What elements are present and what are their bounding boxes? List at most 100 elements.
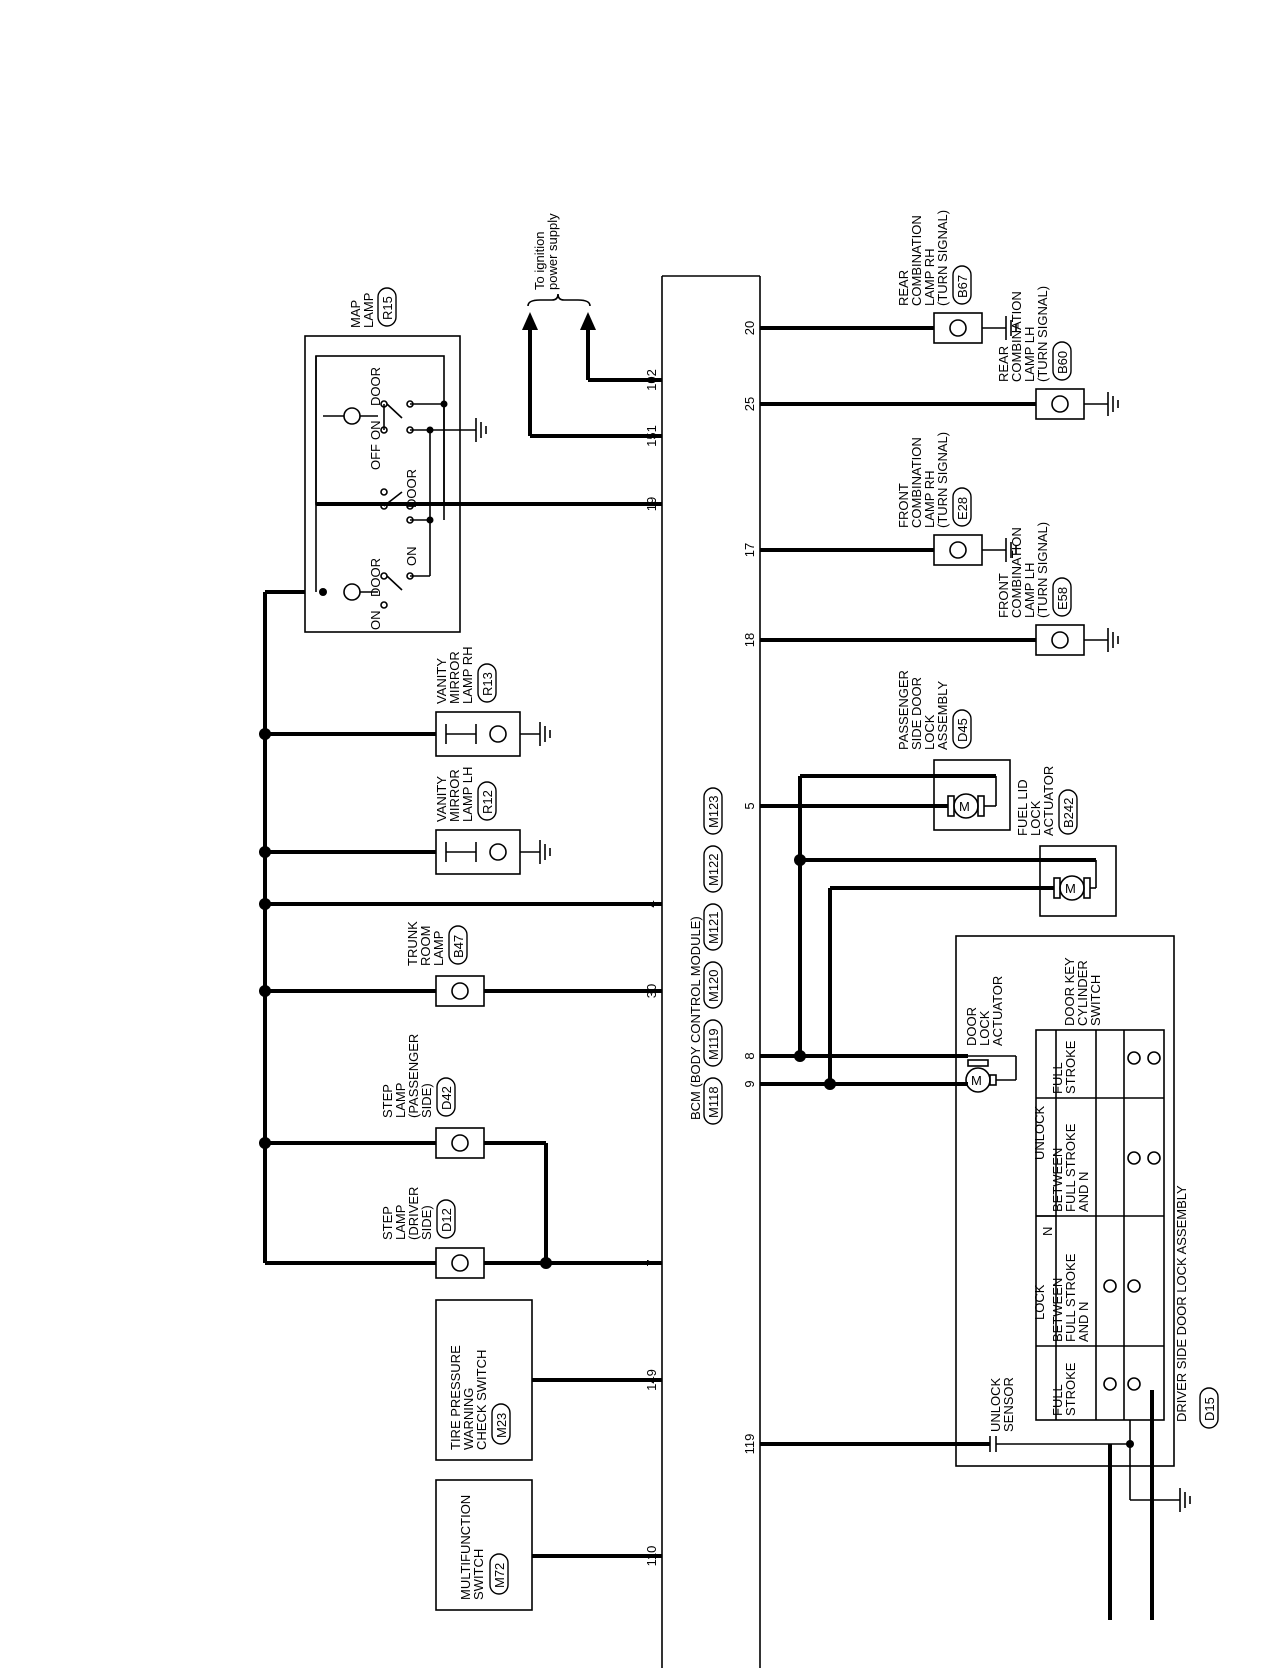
map-door-1: DOOR — [368, 558, 383, 597]
rear-lh-conn: B60 — [1055, 351, 1070, 374]
map-lamp — [304, 335, 662, 633]
multifunction-label: MULTIFUNCTION SWITCH M72 — [458, 1495, 509, 1600]
rear-rh-conn: B67 — [955, 275, 970, 298]
vanity-mirror-lamp-rh — [259, 711, 551, 757]
tire-pressure-switch — [435, 1299, 662, 1461]
switch-contacts — [1103, 1051, 1161, 1391]
table-unlock-between: BETWEEN FULL STROKE AND N — [1050, 1123, 1091, 1212]
lock-between-line-1: BETWEEN — [1050, 1278, 1065, 1342]
map-lamp-line-2: LAMP — [361, 293, 376, 328]
tire-line-2: WARNING — [461, 1388, 476, 1450]
bcm-pin-9: 9 — [742, 1080, 757, 1087]
unlock-between-line-2: FULL STROKE — [1063, 1123, 1078, 1212]
lock-between-line-3: AND N — [1076, 1302, 1091, 1342]
rear-lh-line-3: LAMP LH — [1022, 327, 1037, 382]
rear-rh-label: REAR COMBINATION LAMP RH (TURN SIGNAL) B… — [896, 210, 972, 306]
fuel-lid-line-3: ACTUATOR — [1041, 766, 1056, 836]
step-lamp-driver — [265, 1247, 662, 1279]
map-door-2: DOOR — [404, 469, 419, 508]
trunk-line-1: TRUNK — [405, 921, 420, 966]
rear-rh-line-1: REAR — [896, 270, 911, 306]
table-lock-full: FULL STROKE — [1050, 1362, 1078, 1416]
rear-rh-line-3: LAMP RH — [922, 248, 937, 306]
front-rh-line-2: COMBINATION — [909, 437, 924, 528]
ignition-line-2: power supply — [545, 213, 560, 290]
multifunction-conn: M72 — [492, 1563, 507, 1588]
arrow-up-icon — [522, 312, 538, 330]
trunk-room-lamp — [259, 975, 662, 1007]
vanity-lh-line-3: LAMP LH — [460, 767, 475, 822]
vanity-rh-line-3: LAMP RH — [460, 646, 475, 704]
unlock-sensor-line-1: UNLOCK — [988, 1377, 1003, 1432]
front-rh-label: FRONT COMBINATION LAMP RH (TURN SIGNAL) … — [896, 432, 972, 528]
lock-between-line-2: FULL STROKE — [1063, 1253, 1078, 1342]
front-lh-line-3: LAMP LH — [1022, 563, 1037, 618]
map-lamp-conn: R15 — [380, 296, 395, 320]
rear-lh-line-2: COMBINATION — [1009, 291, 1024, 382]
front-lh-label: FRONT COMBINATION LAMP LH (TURN SIGNAL) … — [996, 522, 1072, 618]
step-lamp-passenger — [259, 1127, 548, 1263]
door-lock-actuator-label: DOOR LOCK ACTUATOR — [964, 976, 1005, 1046]
unlock-header: UNLOCK — [1032, 1105, 1047, 1160]
trunk-label: TRUNK ROOM LAMP B47 — [405, 921, 468, 966]
trunk-line-2: ROOM — [418, 926, 433, 966]
pass-door-line-2: SIDE DOOR — [909, 677, 924, 750]
pass-door-label: PASSENGER SIDE DOOR LOCK ASSEMBLY D45 — [896, 670, 972, 750]
step-pass-line-2: LAMP — [393, 1083, 408, 1118]
unlock-sensor-line-2: SENSOR — [1001, 1377, 1016, 1432]
unlock-between-line-3: AND N — [1076, 1172, 1091, 1212]
front-lh-line-1: FRONT — [996, 573, 1011, 618]
actuator-line-2: LOCK — [977, 1010, 992, 1046]
table-lock-header: LOCK — [1032, 1284, 1047, 1320]
tire-line-3: CHECK SWITCH — [474, 1350, 489, 1450]
vanity-mirror-lamp-lh — [259, 829, 551, 875]
pass-door-conn: D45 — [955, 718, 970, 742]
step-driver-conn: D12 — [439, 1208, 454, 1232]
unlock-full-line-2: STROKE — [1063, 1040, 1078, 1094]
bcm-title: BCM (BODY CONTROL MODULE) — [688, 916, 703, 1120]
lock-header: LOCK — [1032, 1284, 1047, 1320]
bcm-pin-8: 8 — [742, 1052, 757, 1059]
map-on-3: ON — [368, 421, 383, 441]
driver-door-lock-assembly: M — [760, 935, 1191, 1620]
rear-lh-line-4: (TURN SIGNAL) — [1035, 286, 1050, 382]
rear-lh-line-1: REAR — [996, 346, 1011, 382]
actuator-line-1: DOOR — [964, 1007, 979, 1046]
bcm-connector-M123: M123 — [706, 795, 721, 828]
table-key-switch: DOOR KEY CYLINDER SWITCH — [1062, 957, 1103, 1026]
bcm-connector-M120: M120 — [706, 969, 721, 1002]
vanity-lh-line-1: VANITY — [434, 776, 449, 822]
arrow-up-icon — [580, 312, 596, 330]
step-driver-line-1: STEP — [380, 1206, 395, 1240]
ignition-label: To ignition power supply — [532, 213, 560, 290]
unlock-sensor-label: UNLOCK SENSOR — [988, 1377, 1016, 1432]
step-driver-line-2: LAMP — [393, 1205, 408, 1240]
step-pass-line-4: SIDE) — [419, 1083, 434, 1118]
vanity-lh-label: VANITY MIRROR LAMP LH R12 — [434, 767, 497, 822]
fuel-lid-line-2: LOCK — [1028, 800, 1043, 836]
tire-conn: M23 — [494, 1413, 509, 1438]
vanity-rh-label: VANITY MIRROR LAMP RH R13 — [434, 646, 497, 704]
step-pass-line-1: STEP — [380, 1084, 395, 1118]
trunk-line-3: LAMP — [431, 931, 446, 966]
table-unlock-full: FULL STROKE — [1050, 1040, 1078, 1094]
map-lamp-label: MAP LAMP R15 — [348, 287, 397, 328]
tire-pressure-label: TIRE PRESSURE WARNING CHECK SWITCH M23 — [448, 1345, 511, 1450]
driver-door-conn: D15 — [1202, 1397, 1217, 1421]
fuel-lid-label: FUEL LID LOCK ACTUATOR B242 — [1015, 766, 1078, 836]
actuator-line-3: ACTUATOR — [990, 976, 1005, 1046]
tire-line-1: TIRE PRESSURE — [448, 1345, 463, 1450]
step-driver-line-3: (DRIVER — [406, 1187, 421, 1240]
front-combination-lamp-lh — [760, 624, 1119, 656]
pass-door-line-1: PASSENGER — [896, 670, 911, 750]
ignition-line-1: To ignition — [532, 231, 547, 290]
multifunction-line-2: SWITCH — [471, 1549, 486, 1600]
map-off: OFF — [368, 444, 383, 470]
bcm-pin-119: 119 — [742, 1434, 757, 1455]
front-combination-lamp-rh — [760, 534, 1017, 566]
motor-m-3: M — [971, 1073, 982, 1088]
